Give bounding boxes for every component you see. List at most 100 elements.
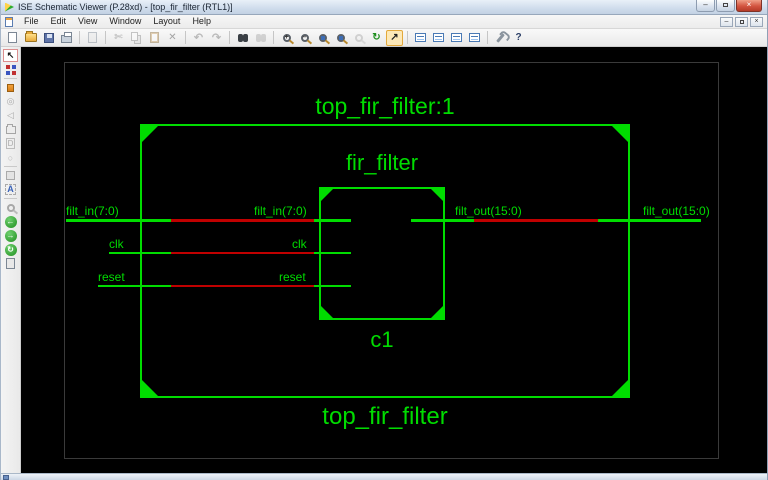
- save-icon: [43, 32, 54, 43]
- pin-clk[interactable]: [314, 252, 351, 254]
- preferences-button[interactable]: [492, 30, 509, 46]
- page-icon: [6, 258, 15, 269]
- net-reset-highlight[interactable]: [171, 285, 314, 287]
- net-filt-out[interactable]: [598, 219, 701, 222]
- next-view-icon: →: [4, 229, 17, 242]
- zoom-out-button[interactable]: –: [296, 30, 313, 46]
- pin-filt-in-label[interactable]: filt_in(7:0): [254, 204, 307, 218]
- grid-icon: D: [5, 138, 16, 149]
- net-clk-highlight[interactable]: [171, 252, 314, 254]
- port-filt-out-label[interactable]: filt_out(15:0): [643, 204, 710, 218]
- pin-clk-label[interactable]: clk: [292, 237, 307, 251]
- net-filt-in-highlight[interactable]: [171, 219, 314, 222]
- grid-button[interactable]: D: [3, 137, 18, 150]
- net-filt-out-highlight[interactable]: [474, 219, 598, 222]
- schematic-canvas[interactable]: top_fir_filter:1 top_fir_filter fir_filt…: [21, 47, 767, 473]
- titlebar: ISE Schematic Viewer (P.28xd) - [top_fir…: [1, 0, 767, 15]
- menu-file[interactable]: File: [24, 16, 39, 26]
- menu-window[interactable]: Window: [109, 16, 142, 26]
- circle-tool-button[interactable]: ○: [3, 151, 18, 164]
- view-button[interactable]: ◎: [3, 95, 18, 108]
- status-icon: [3, 474, 9, 480]
- print-preview-button[interactable]: [84, 30, 101, 46]
- child-minimize-button[interactable]: –: [720, 17, 733, 27]
- refresh-view-button[interactable]: ↻: [3, 243, 18, 256]
- pin-reset[interactable]: [314, 285, 351, 287]
- top-module-label[interactable]: top_fir_filter: [322, 403, 448, 430]
- select-tool-button[interactable]: ↗: [386, 29, 403, 46]
- top-instance-label[interactable]: top_fir_filter:1: [315, 93, 455, 119]
- new-sheet-view-button[interactable]: [412, 30, 429, 46]
- menu-layout[interactable]: Layout: [153, 16, 181, 26]
- edit-box-button[interactable]: [3, 169, 18, 182]
- net-reset[interactable]: [98, 285, 171, 287]
- menu-view[interactable]: View: [78, 16, 98, 26]
- eye-icon: ◎: [6, 96, 15, 106]
- refresh-button[interactable]: ↻: [368, 30, 385, 46]
- folder-icon: [5, 123, 16, 134]
- port-reset-label[interactable]: reset: [98, 270, 125, 284]
- component-instance-label[interactable]: c1: [370, 327, 394, 352]
- back-icon: ◁: [7, 110, 14, 120]
- redo-icon: ↷: [211, 32, 222, 44]
- child-restore-button[interactable]: [735, 17, 748, 27]
- add-text-button[interactable]: A: [3, 183, 18, 196]
- tile-sheet-button[interactable]: [448, 30, 465, 46]
- page-button[interactable]: [3, 257, 18, 270]
- document-icon[interactable]: [5, 16, 13, 27]
- print-button[interactable]: [58, 30, 75, 46]
- zoom-fit-button[interactable]: [332, 30, 349, 46]
- child-close-button[interactable]: ×: [750, 17, 763, 27]
- fir-filter-block[interactable]: [319, 187, 445, 320]
- new-button[interactable]: [4, 30, 21, 46]
- pin-filt-out[interactable]: [411, 219, 474, 222]
- previous-view-button[interactable]: ←: [3, 215, 18, 228]
- back-button[interactable]: ◁: [3, 109, 18, 122]
- zoom-area-button[interactable]: [350, 30, 367, 46]
- menu-help[interactable]: Help: [192, 16, 211, 26]
- find-next-button[interactable]: [252, 30, 269, 46]
- zoom-dot: [338, 35, 343, 40]
- zoom-in-button[interactable]: +: [278, 30, 295, 46]
- minimize-button[interactable]: –: [696, 0, 715, 12]
- maximize-button[interactable]: [716, 0, 735, 12]
- paste-button[interactable]: [146, 30, 163, 46]
- side-toolbar: ↖ ◎ ◁ D ○ A ← → ↻: [1, 47, 21, 473]
- refresh-icon: ↻: [372, 32, 381, 43]
- zoom-user-button[interactable]: [3, 201, 18, 214]
- pin-filt-out-label[interactable]: filt_out(15:0): [455, 204, 522, 218]
- split-sheet-button[interactable]: [430, 30, 447, 46]
- redo-button[interactable]: ↷: [208, 30, 225, 46]
- sheet-icon: [415, 33, 426, 42]
- delete-button[interactable]: ✕: [164, 30, 181, 46]
- top-fir-filter-block[interactable]: [140, 124, 630, 398]
- find-next-icon: [255, 33, 261, 42]
- blocks-icon: [5, 64, 10, 69]
- pointer-tool-button[interactable]: ↖: [3, 49, 18, 62]
- menu-edit[interactable]: Edit: [50, 16, 67, 26]
- schematic-blocks-button[interactable]: [3, 63, 18, 76]
- port-clk-label[interactable]: clk: [109, 237, 124, 251]
- pin-filt-in[interactable]: [314, 219, 351, 222]
- pin-reset-label[interactable]: reset: [279, 270, 306, 284]
- undo-button[interactable]: ↶: [190, 30, 207, 46]
- cut-button[interactable]: ✄: [110, 30, 127, 46]
- context-help-button[interactable]: ?: [510, 30, 527, 46]
- next-view-button[interactable]: →: [3, 229, 18, 242]
- overlap-sheet-button[interactable]: [466, 30, 483, 46]
- net-clk[interactable]: [109, 252, 171, 254]
- save-button[interactable]: [40, 30, 57, 46]
- open-design-button[interactable]: [3, 123, 18, 136]
- copy-button[interactable]: [128, 30, 145, 46]
- net-filt-in[interactable]: [66, 219, 171, 222]
- zoom-full-button[interactable]: [314, 30, 331, 46]
- side-separator: [4, 78, 17, 79]
- component-type-label[interactable]: fir_filter: [345, 150, 419, 175]
- find-button[interactable]: [234, 30, 251, 46]
- zoom-dot: [320, 35, 325, 40]
- close-button[interactable]: ×: [736, 0, 762, 12]
- toolbar-separator: [273, 31, 274, 44]
- port-filt-in-label[interactable]: filt_in(7:0): [66, 204, 119, 218]
- open-button[interactable]: [22, 30, 39, 46]
- bookmark-button[interactable]: [3, 81, 18, 94]
